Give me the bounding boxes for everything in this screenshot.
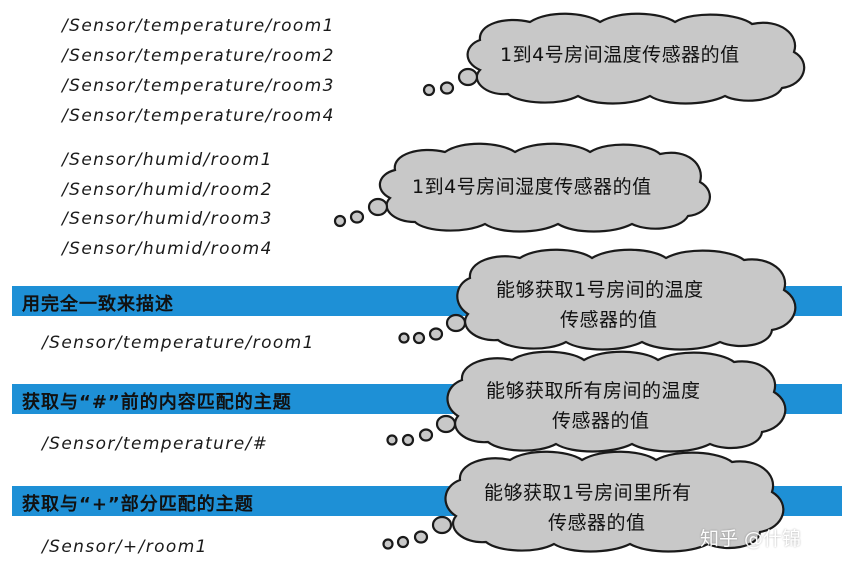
bubble-exact-dot-large [445, 313, 467, 333]
bubble-hash-text-line2: 传感器的值 [552, 410, 650, 432]
bubble-exact-dot-mid [428, 327, 444, 341]
bubble-hash-text-line1: 能够获取所有房间的温度 [486, 380, 701, 402]
bubble-plus-text-line2: 传感器的值 [548, 512, 646, 534]
bubble-plus-text-line1: 能够获取1号房间里所有 [484, 482, 692, 504]
bubble-hash-dot-mid [418, 428, 434, 442]
bubble-humid-text: 1到4号房间湿度传感器的值 [412, 176, 652, 198]
bubble-exact-text-line1: 能够获取1号房间的温度 [496, 279, 704, 301]
bubble-exact-text-line2: 传感器的值 [560, 309, 658, 331]
example-exact-topic: /Sensor/temperature/room1 [42, 333, 315, 353]
bubble-hash-dot-large [435, 414, 457, 434]
section-title-exact: 用完全一致来描述 [22, 294, 174, 315]
bubble-humid-dot-small [333, 214, 347, 228]
bubble-hash-dot-small [401, 433, 415, 447]
topic-humid-room2: /Sensor/humid/room2 [62, 180, 273, 200]
topic-temperature-room3: /Sensor/temperature/room3 [62, 76, 335, 96]
bubble-humid-dot-large [367, 197, 389, 217]
bubble-humid-cloud [378, 142, 711, 233]
topic-temperature-room1: /Sensor/temperature/room1 [62, 16, 335, 36]
example-plus-topic: /Sensor/+/room1 [42, 537, 208, 557]
bubble-temperature-dot-small [422, 83, 436, 97]
topic-temperature-room2: /Sensor/temperature/room2 [62, 46, 335, 66]
bubble-temperature-dot-large [457, 67, 479, 87]
bubble-temperature-cloud [466, 12, 806, 105]
section-title-plus: 获取与“+”部分匹配的主题 [22, 494, 254, 515]
watermark: 知乎 @什锦 [700, 528, 802, 550]
bubble-humid-dot-mid [349, 210, 365, 224]
bubble-plus-dot-tiny [382, 538, 394, 550]
topic-humid-room3: /Sensor/humid/room3 [62, 209, 273, 229]
topic-humid-room4: /Sensor/humid/room4 [62, 239, 273, 259]
section-title-hash: 获取与“#”前的内容匹配的主题 [22, 392, 292, 413]
topic-humid-room1: /Sensor/humid/room1 [62, 150, 273, 170]
bubble-exact-cloud [456, 248, 797, 351]
bubble-temperature-text: 1到4号房间温度传感器的值 [500, 44, 740, 66]
bubble-exact-dot-small [412, 331, 426, 345]
topic-temperature-room4: /Sensor/temperature/room4 [62, 106, 335, 126]
bubble-exact-dot-tiny [398, 332, 410, 344]
bubble-plus-dot-large [431, 515, 453, 535]
example-hash-topic: /Sensor/temperature/# [42, 434, 269, 454]
bubble-plus-dot-mid [413, 530, 429, 544]
bubble-temperature-dot-mid [439, 81, 455, 95]
bubble-plus-cloud [444, 450, 785, 553]
bubble-hash-dot-tiny [386, 434, 398, 446]
bubble-hash-cloud [446, 350, 787, 453]
bubble-plus-dot-small [396, 535, 410, 549]
